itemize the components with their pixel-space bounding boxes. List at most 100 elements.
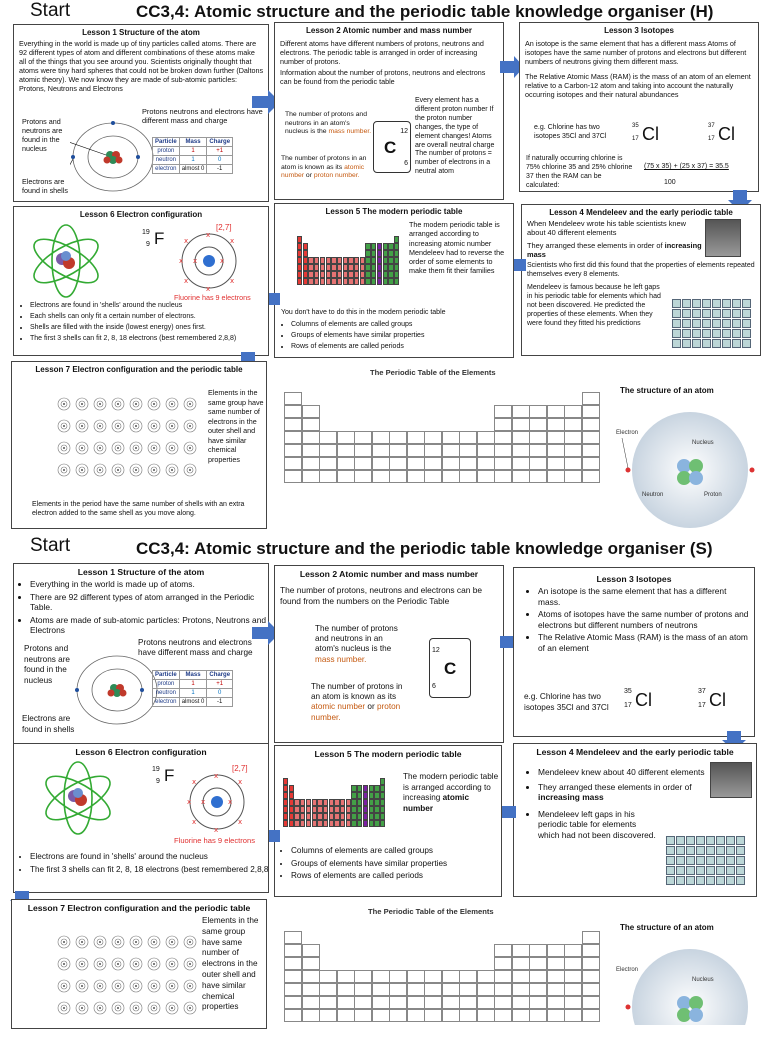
shell-diagram-icon xyxy=(57,1001,71,1015)
mendeleev-cell xyxy=(696,846,705,855)
shell-diagram-icon xyxy=(57,463,71,477)
text: They arranged these elements in order of xyxy=(538,781,692,792)
element-cell xyxy=(494,957,512,970)
modern-table-cell xyxy=(371,271,377,278)
atomic-number-note: The number of protons in an atom is know… xyxy=(311,682,411,723)
modern-table-cell xyxy=(283,778,289,785)
modern-table-cell xyxy=(342,264,348,271)
modern-table-cell xyxy=(328,813,334,820)
modern-table-cell xyxy=(354,264,360,271)
mendeleev-cell xyxy=(696,876,705,885)
shell-diagram-icon xyxy=(75,441,89,455)
modern-table-cell xyxy=(300,806,306,813)
element-cell xyxy=(284,431,302,444)
mendeleev-cell xyxy=(726,866,735,875)
element-cell xyxy=(336,983,355,996)
element-cell xyxy=(406,470,425,483)
col-header: Charge xyxy=(206,670,234,680)
modern-table-cell xyxy=(340,813,346,820)
shell-diagram-icon xyxy=(93,957,107,971)
mendeleev-cell xyxy=(712,319,721,328)
mass-number: 12 xyxy=(400,128,408,135)
lesson-text-1: The number of protons, neutrons and elec… xyxy=(280,585,483,606)
note-text: or xyxy=(304,172,314,179)
element-cell xyxy=(424,457,442,470)
mendeleev-cell xyxy=(666,836,675,845)
shell-diagram-icon xyxy=(165,397,179,411)
modern-table-cell xyxy=(340,799,346,806)
mendeleev-cell xyxy=(716,836,725,845)
modern-table-cell xyxy=(325,257,331,264)
element-cell xyxy=(284,457,302,470)
modern-table-cell xyxy=(376,278,383,285)
lesson-text-1: When Mendeleev wrote his table scientist… xyxy=(527,219,686,237)
element-cell xyxy=(494,405,512,418)
atomic-number-note: The number of protons in an atom is know… xyxy=(281,155,376,181)
element-cell xyxy=(511,457,530,470)
modern-table-cell xyxy=(371,278,377,285)
element-cell xyxy=(511,444,530,457)
modern-table-cell xyxy=(374,792,380,799)
list-item: Electrons are found in 'shells' around t… xyxy=(30,852,268,863)
element-cell xyxy=(459,983,477,996)
modern-table-cell xyxy=(362,792,369,799)
element-cell xyxy=(494,996,512,1009)
col-header: Particle xyxy=(152,670,180,680)
modern-table-cell xyxy=(297,264,303,271)
element-cell xyxy=(459,457,477,470)
mendeleev-cell xyxy=(692,299,701,308)
lesson-title: Lesson 1 Structure of the atom xyxy=(77,567,205,577)
shell-diagram-icon xyxy=(111,979,125,993)
modern-table-cell xyxy=(365,243,371,250)
note-text: The number of protons and neutrons in an… xyxy=(285,111,367,135)
shell-diagram-icon xyxy=(111,463,125,477)
note-highlight: atomic number xyxy=(311,702,366,712)
element-cell xyxy=(529,444,547,457)
lesson-bullets: An isotope is the same element that has … xyxy=(514,586,754,653)
element-cell xyxy=(336,444,355,457)
lesson-title: Lesson 6 Electron configuration xyxy=(79,210,203,219)
mendeleev-cell xyxy=(736,856,745,865)
lesson-title: Lesson 5 The modern periodic table xyxy=(325,207,463,216)
page-title: CC3,4: Atomic structure and the periodic… xyxy=(136,2,714,21)
svg-text:x: x xyxy=(230,237,234,245)
element-cell xyxy=(476,996,495,1009)
element-cell xyxy=(441,970,460,983)
element-cell xyxy=(581,970,600,983)
modern-table-cell xyxy=(393,271,400,278)
modern-table-cell xyxy=(365,264,371,271)
shell-diagram-icon xyxy=(165,979,179,993)
element-cell xyxy=(301,457,320,470)
element-cell xyxy=(564,457,582,470)
svg-text:x: x xyxy=(228,798,232,806)
modern-table-cell xyxy=(294,813,300,820)
shell-diagram-icon xyxy=(147,397,161,411)
modern-table-cell xyxy=(351,785,357,792)
modern-table-cell xyxy=(336,257,343,264)
element-cell xyxy=(581,470,600,483)
group-note: Elements in the same group have same num… xyxy=(202,916,259,1012)
element-cell xyxy=(529,405,547,418)
shell-diagram-icon xyxy=(147,419,161,433)
modern-table-cell xyxy=(322,813,329,820)
modern-table-cell xyxy=(340,820,346,827)
element-cell xyxy=(529,418,547,431)
modern-table-cell xyxy=(322,806,329,813)
modern-table-cell xyxy=(393,257,400,264)
element-cell xyxy=(284,392,302,405)
modern-table-cell xyxy=(365,250,371,257)
modern-table-cell xyxy=(379,778,386,785)
note-text: The number of protons in an atom is know… xyxy=(281,155,367,171)
element-cell xyxy=(354,983,372,996)
element-cell xyxy=(424,970,442,983)
element-cell xyxy=(389,1009,407,1022)
modern-table-cell xyxy=(393,278,400,285)
element-cell xyxy=(511,405,530,418)
modern-table-cell xyxy=(345,813,352,820)
atom-structure-title: The structure of an atom xyxy=(620,386,714,395)
element-cell xyxy=(406,970,425,983)
lesson-2-box: Lesson 2 Atomic number and mass number T… xyxy=(274,565,504,743)
col-header: Mass xyxy=(178,670,208,680)
modern-table-image xyxy=(297,222,401,302)
mendeleev-portrait xyxy=(705,219,741,257)
